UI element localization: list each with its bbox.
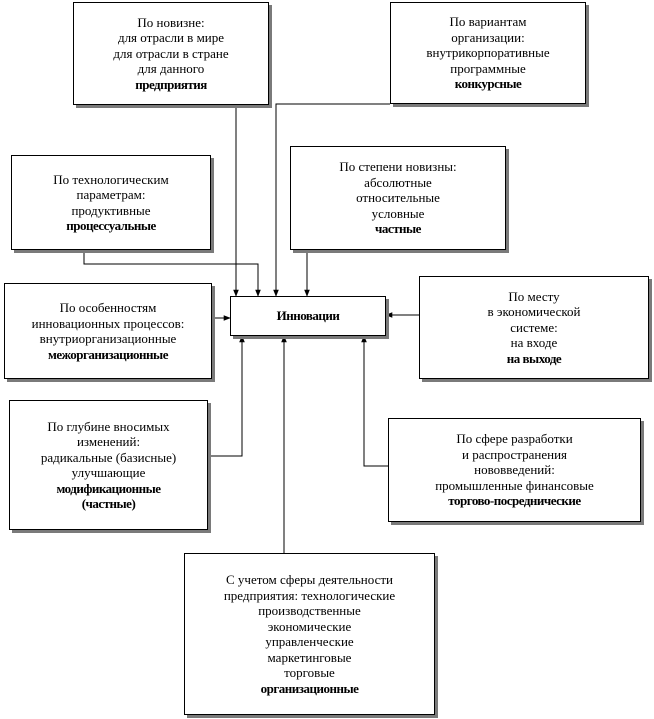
box-features-bold: межорганизационные — [48, 346, 168, 362]
box-sphere-line: нововведений: — [474, 462, 555, 478]
box-variants-line: программные — [450, 60, 526, 76]
box-tech-line: По технологическим — [53, 171, 169, 187]
box-activity-line: маркетинговые — [267, 649, 352, 665]
box-depth-bold: (частные) — [81, 496, 136, 511]
box-activity-line: С учетом сферы деятельности — [226, 572, 393, 587]
box-tech-line: параметрам: — [76, 187, 146, 202]
box-novelty-line: По новизне: — [137, 14, 205, 30]
box-novelty: По новизне: для отрасли в мире для отрас… — [73, 2, 269, 105]
box-features-line: внутриорганизационные — [39, 331, 177, 346]
box-degree: По степени новизны: абсолютные относител… — [290, 146, 506, 250]
box-novelty-line: для отрасли в стране — [113, 45, 229, 61]
box-variants-line: По вариантам — [449, 14, 527, 30]
box-novelty-line: для данного — [137, 61, 205, 77]
center-node-innovations: Инновации — [230, 296, 386, 336]
box-depth-bold: модификационные — [56, 480, 161, 496]
box-degree-line: условные — [371, 205, 425, 221]
arrow-sphere — [361, 335, 388, 467]
box-place-line: в экономической — [487, 304, 581, 320]
box-degree-line: относительные — [356, 190, 440, 206]
box-degree-bold: частные — [375, 221, 421, 237]
box-sphere-bold: торгово-посреднические — [448, 493, 581, 509]
box-novelty-bold: предприятия — [135, 76, 207, 92]
box-variants-bold: конкурсные — [454, 76, 522, 92]
box-features: По особенностям инновационных процессов:… — [4, 283, 212, 379]
arrow-depth — [208, 335, 245, 457]
box-place-line: По месту — [508, 288, 560, 304]
box-degree-line: абсолютные — [364, 174, 432, 190]
arrow-tech — [83, 250, 261, 297]
box-degree-line: По степени новизны: — [339, 159, 457, 175]
box-activity-line: производственные — [258, 603, 361, 618]
box-depth: По глубине вносимых изменений: радикальн… — [9, 400, 208, 530]
box-activity-bold: организационные — [260, 680, 359, 696]
box-activity-line: управленческие — [265, 634, 354, 649]
box-depth-line: изменений: — [76, 434, 141, 449]
box-features-line: По особенностям — [59, 300, 157, 315]
box-variants-line: внутрикорпоративные — [426, 45, 550, 61]
box-tech-bold: процессуальные — [66, 218, 156, 233]
box-place: По месту в экономической системе: на вхо… — [419, 276, 649, 379]
center-label: Инновации — [276, 308, 340, 324]
box-tech: По технологическим параметрам: продуктив… — [11, 155, 211, 250]
box-sphere: По сфере разработки и распространения но… — [388, 418, 641, 522]
box-features-line: инновационных процессов: — [31, 315, 185, 331]
box-sphere-line: По сфере разработки — [456, 431, 573, 447]
box-tech-line: продуктивные — [71, 202, 151, 218]
box-place-line: на входе — [510, 335, 558, 351]
box-depth-line: По глубине вносимых — [47, 418, 170, 434]
box-place-bold: на выходе — [506, 350, 562, 366]
box-place-line: системе: — [510, 319, 558, 335]
box-variants: По вариантам организации: внутрикорпорат… — [390, 2, 586, 104]
box-activity: С учетом сферы деятельности предприятия:… — [184, 553, 435, 715]
box-variants-line: организации: — [451, 29, 525, 45]
box-sphere-line: промышленные финансовые — [435, 477, 594, 493]
box-depth-line: радикальные (базисные) — [40, 449, 177, 465]
arrow-variants — [273, 103, 390, 297]
box-activity-line: экономические — [267, 618, 352, 634]
box-activity-line: торговые — [284, 665, 335, 680]
box-novelty-line: для отрасли в мире — [117, 30, 225, 46]
box-sphere-line: и распространения — [461, 446, 568, 462]
box-depth-line: улучшающие — [71, 465, 146, 480]
box-activity-line: предприятия: технологические — [223, 587, 396, 603]
